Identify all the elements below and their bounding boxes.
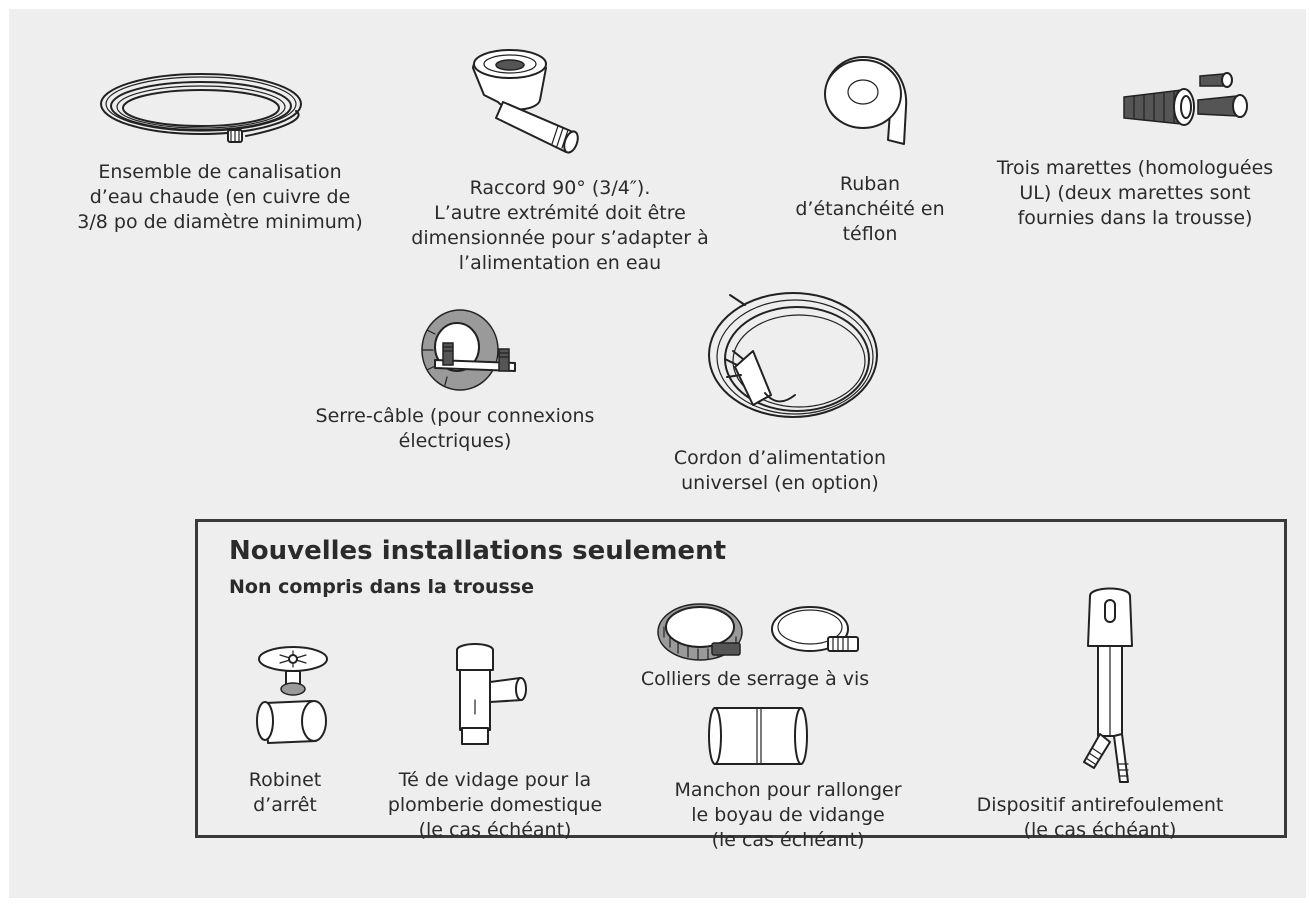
- hot-water-line-caption: Ensemble de canalisation d’eau chaude (e…: [77, 161, 363, 233]
- new-installations-subtitle: Non compris dans la trousse: [229, 576, 534, 598]
- coupler-icon: [708, 707, 808, 765]
- new-installations-title: Nouvelles installations seulement: [229, 536, 727, 566]
- hose-clamps-caption: Colliers de serrage à vis: [640, 668, 870, 690]
- teflon-tape-icon: [824, 56, 908, 145]
- teflon-tape-caption: Ruban d’étanchéité en téflon: [795, 173, 945, 245]
- elbow-fitting-caption: Raccord 90° (3/4″). L’autre extrémité do…: [411, 177, 709, 274]
- coupler-caption: Manchon pour rallonger le boyau de vidan…: [674, 779, 902, 851]
- power-cord-caption: Cordon d’alimentation universel (en opti…: [673, 447, 887, 494]
- wire-nuts-icon: [1123, 72, 1248, 126]
- elbow-fitting-icon: [472, 49, 579, 154]
- air-gap-caption: Dispositif antirefoulement (le cas échéa…: [976, 794, 1224, 841]
- drain-tee-caption: Té de vidage pour la plomberie domestiqu…: [387, 769, 603, 841]
- power-cord-icon: [708, 292, 878, 418]
- new-installations-box: [195, 519, 1287, 838]
- drain-tee-icon: [456, 643, 527, 745]
- cable-clamp-icon: [421, 309, 516, 391]
- cable-clamp-caption: Serre-câble (pour connexions électriques…: [315, 405, 595, 452]
- hose-clamps-icon: [657, 603, 859, 661]
- shutoff-valve-icon: [256, 646, 328, 744]
- wire-nuts-caption: Trois marettes (homologuées UL) (deux ma…: [996, 157, 1274, 229]
- air-gap-icon: [1083, 587, 1133, 783]
- shutoff-valve-caption: Robinet d’arrêt: [248, 769, 322, 816]
- copper-tubing-coil-icon: [100, 73, 302, 143]
